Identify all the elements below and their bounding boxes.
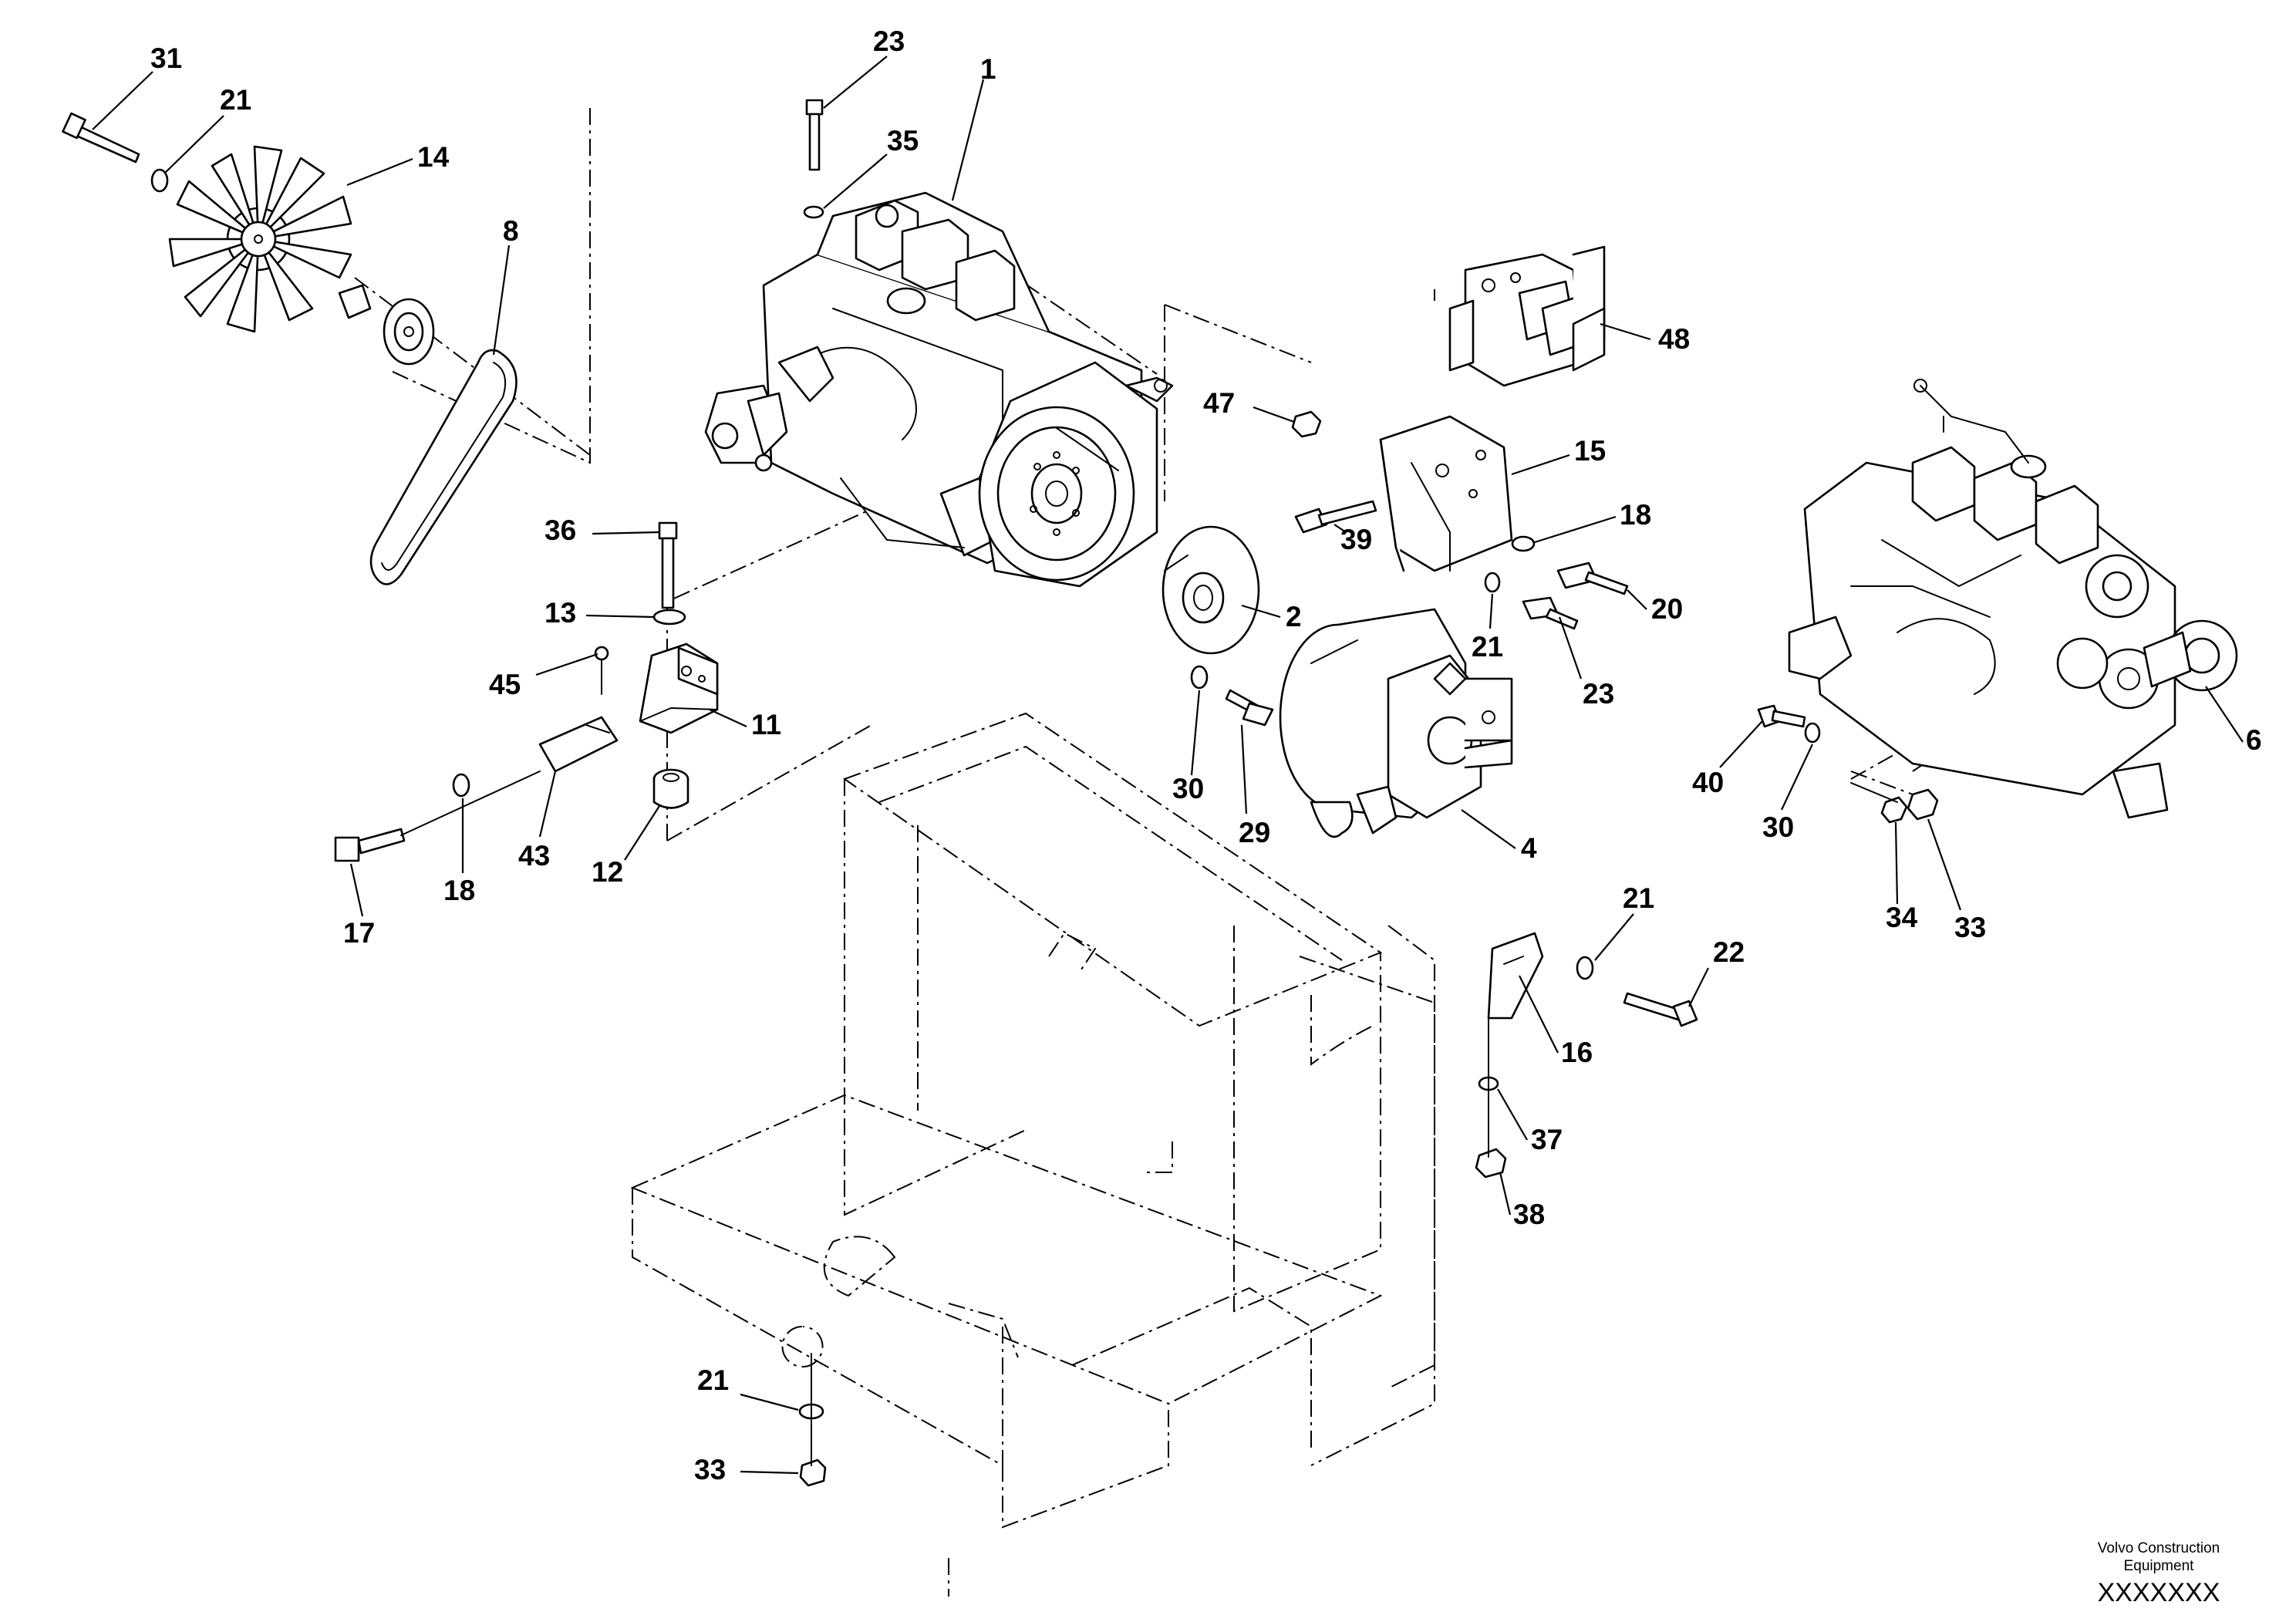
- callout-4: 4: [1521, 832, 1537, 864]
- callout-21-frame: 21: [697, 1364, 729, 1396]
- bracket-washer-21: [1484, 572, 1501, 593]
- callout-11: 11: [751, 709, 781, 740]
- bracket-bolt-39: [1294, 500, 1377, 534]
- company-name-line1: Volvo Construction: [2098, 1540, 2220, 1556]
- bracket-washer-18: [1511, 535, 1536, 552]
- title-block: Volvo Construction Equipment XXXXXXX: [2098, 1540, 2220, 1607]
- callout-6: 6: [2246, 724, 2262, 756]
- alt-bolt-40: [1757, 704, 1806, 728]
- valve-bracket: [1379, 415, 1513, 572]
- mount-plate-43: [538, 716, 619, 773]
- cooling-fan: [168, 145, 352, 333]
- callout-37: 37: [1531, 1124, 1563, 1155]
- side-bolt-22: [1623, 992, 1698, 1027]
- callout-35: 35: [887, 125, 919, 157]
- pulley: [383, 298, 435, 366]
- mount-washer-18: [452, 773, 470, 798]
- mount-washer-13: [652, 609, 686, 626]
- callout-45: 45: [489, 669, 521, 700]
- v-belt: [369, 349, 518, 585]
- callout-30-pump: 30: [1172, 773, 1204, 804]
- callout-43: 43: [518, 840, 550, 872]
- engine-washer-top: [803, 205, 824, 219]
- callout-16: 16: [1561, 1037, 1593, 1068]
- callout-36: 36: [544, 514, 576, 546]
- mount-axis-line: [400, 771, 541, 836]
- bracket-bolt-23: [1522, 596, 1579, 630]
- callout-18-bracket: 18: [1620, 499, 1651, 531]
- callout-22: 22: [1713, 936, 1745, 968]
- mount-clip-45: [594, 646, 609, 695]
- callout-30-alt: 30: [1762, 811, 1794, 843]
- callout-48: 48: [1658, 323, 1690, 355]
- engine-view-alt: [1788, 379, 2238, 819]
- callout-23-top: 23: [873, 25, 905, 57]
- company-name-line2: Equipment: [2124, 1558, 2195, 1574]
- hydraulic-pump: [1279, 608, 1513, 838]
- engine-bolt-top: [805, 99, 824, 171]
- pump-washer: [1190, 665, 1209, 690]
- callout-17: 17: [343, 917, 375, 949]
- fan-spacer: [338, 284, 372, 319]
- fan-washer: [150, 168, 169, 193]
- callout-14: 14: [417, 141, 450, 173]
- main-frame-phantom: [630, 712, 1435, 1529]
- callout-12: 12: [592, 856, 623, 888]
- callout-1: 1: [980, 53, 996, 85]
- callouts: 1 2 4 6 8 11 12 13 14 15 16 17 18 18 20 …: [150, 25, 2262, 1485]
- alt-nut-33: [1907, 788, 1939, 821]
- callout-33-frame: 33: [694, 1454, 726, 1485]
- control-valve: [1448, 245, 1606, 387]
- callout-31: 31: [150, 42, 182, 74]
- callout-34: 34: [1886, 902, 1918, 933]
- leader-lines: [92, 56, 2244, 1475]
- side-bracket-16: [1487, 932, 1544, 1020]
- callout-21-side: 21: [1623, 882, 1654, 914]
- callout-21-fan: 21: [220, 84, 251, 116]
- flywheel-housing: [978, 361, 1158, 588]
- coupling-plate: [1161, 525, 1260, 655]
- callout-20: 20: [1651, 593, 1683, 625]
- pump-bolt: [1225, 689, 1274, 727]
- drawing-code: XXXXXXX: [2098, 1578, 2220, 1607]
- callout-38: 38: [1513, 1199, 1545, 1230]
- callout-15: 15: [1574, 435, 1606, 467]
- alt-nut-34: [1880, 796, 1908, 824]
- callout-2: 2: [1286, 601, 1302, 632]
- callout-21-bracket: 21: [1472, 631, 1503, 663]
- side-washer-21: [1576, 956, 1594, 980]
- alt-washer-30: [1804, 722, 1821, 744]
- callout-29: 29: [1239, 817, 1270, 848]
- alt-axis-line: [1850, 782, 1898, 803]
- side-nut-38: [1475, 1148, 1507, 1179]
- mount-bolt-17: [334, 828, 406, 862]
- callout-13: 13: [544, 597, 576, 629]
- assembly-phantom-lines: [354, 108, 1975, 1597]
- valve-nut: [1291, 410, 1322, 438]
- mount-bracket-11: [639, 642, 719, 734]
- fan-bolt: [62, 112, 140, 164]
- callout-23-bracket: 23: [1583, 678, 1614, 710]
- callout-40: 40: [1692, 767, 1724, 798]
- mount-bolt-36: [658, 521, 678, 609]
- frame-nut-33: [799, 1458, 827, 1487]
- callout-18-mount: 18: [443, 875, 475, 906]
- callout-39: 39: [1340, 524, 1372, 555]
- callout-33-alt: 33: [1954, 912, 1986, 943]
- callout-47: 47: [1203, 387, 1235, 419]
- bracket-bolt-20: [1556, 561, 1629, 595]
- callout-8: 8: [503, 215, 519, 247]
- mount-damper-12: [652, 768, 689, 809]
